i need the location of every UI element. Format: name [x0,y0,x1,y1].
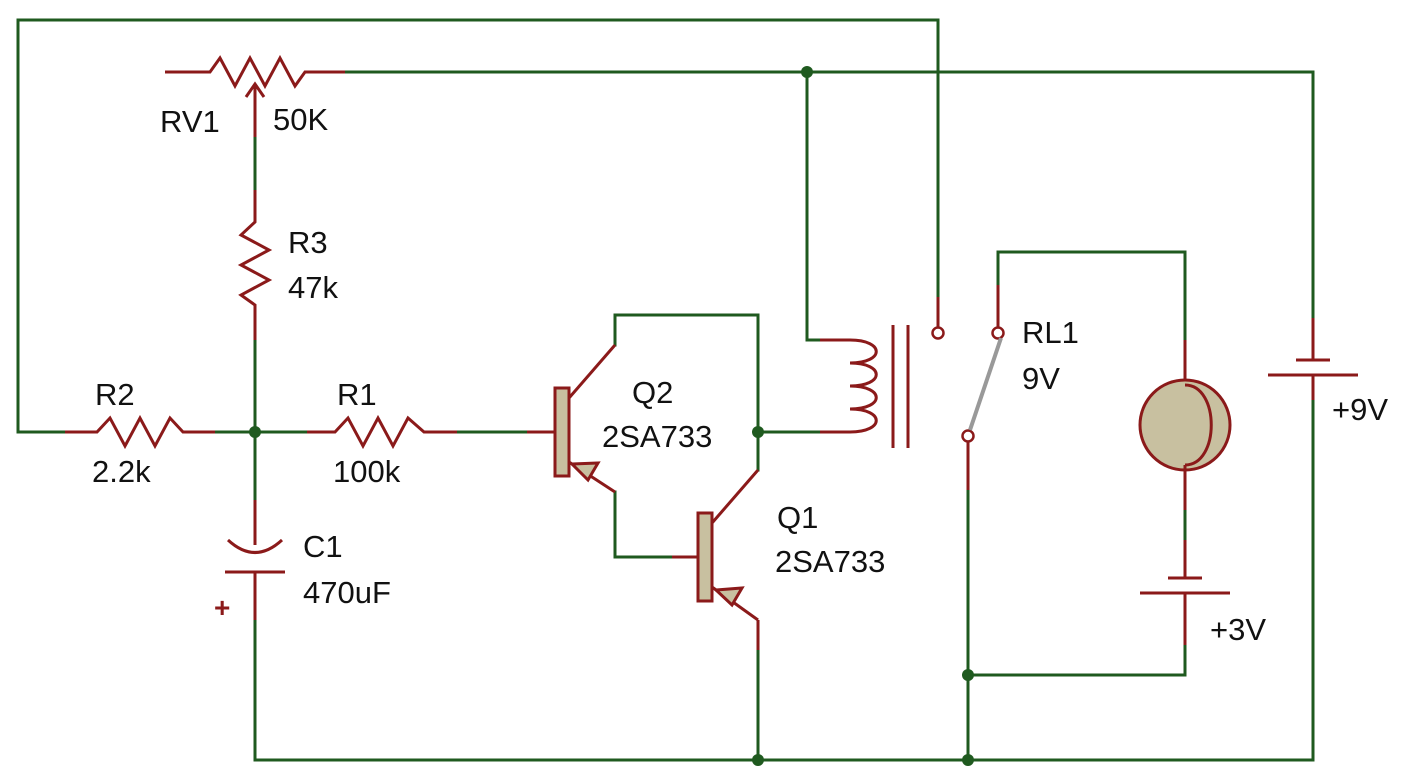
rv1-potentiometer: RV1 50K [160,54,345,139]
wires [16,18,1315,762]
wire-q2-collector [613,313,760,434]
r2-ref-label: R2 [95,377,135,412]
battery-3v-label: +3V [1210,612,1266,647]
rv1-value-label: 50K [273,102,328,137]
r1-ref-label: R1 [337,377,377,412]
q1-value-label: 2SA733 [775,544,885,579]
q1-transistor: Q1 2SA733 [672,469,885,650]
wire-bat3-return [966,643,1187,677]
c1-capacitor: + C1 470uF [214,500,391,623]
c1-value-label: 470uF [303,575,391,610]
q2-transistor: Q2 2SA733 [527,344,712,494]
r2-value-label: 2.2k [92,454,151,489]
r1-value-label: 100k [333,454,401,489]
junction-bottom-relay [962,754,974,766]
junction-collector [752,426,764,438]
r3-resistor: R3 47k [237,190,338,340]
rv1-ref-label: RV1 [160,104,220,139]
lamp [1138,340,1232,510]
junction-relay-3v [962,669,974,681]
rl1-value-label: 9V [1022,361,1060,396]
junction-top-rail [801,66,813,78]
junction-base-node [249,426,261,438]
q1-ref-label: Q1 [777,500,818,535]
wire-bottom-rail [253,618,1315,762]
q2-value-label: 2SA733 [602,419,712,454]
battery-9v-label: +9V [1332,392,1388,427]
r2-resistor: R2 2.2k [65,377,215,489]
junctions [249,66,974,766]
r3-ref-label: R3 [288,225,328,260]
wire-relay-no [996,250,1187,342]
battery-3v: +3V [1140,540,1266,647]
junction-bottom-q1 [752,754,764,766]
battery-9v: +9V [1268,318,1388,427]
rl1-ref-label: RL1 [1022,315,1079,350]
r1-resistor: R1 100k [307,377,457,489]
c1-polarity-mark: + [214,592,230,623]
wire-to-coil [805,70,822,342]
rl1-relay: RL1 9V [820,285,1079,490]
wire-q2-emitter [613,490,674,559]
wire-feedback-loop [16,18,940,434]
relay-switch-arm [968,337,1003,431]
r3-value-label: 47k [288,270,338,305]
q2-ref-label: Q2 [632,375,673,410]
c1-ref-label: C1 [303,529,343,564]
